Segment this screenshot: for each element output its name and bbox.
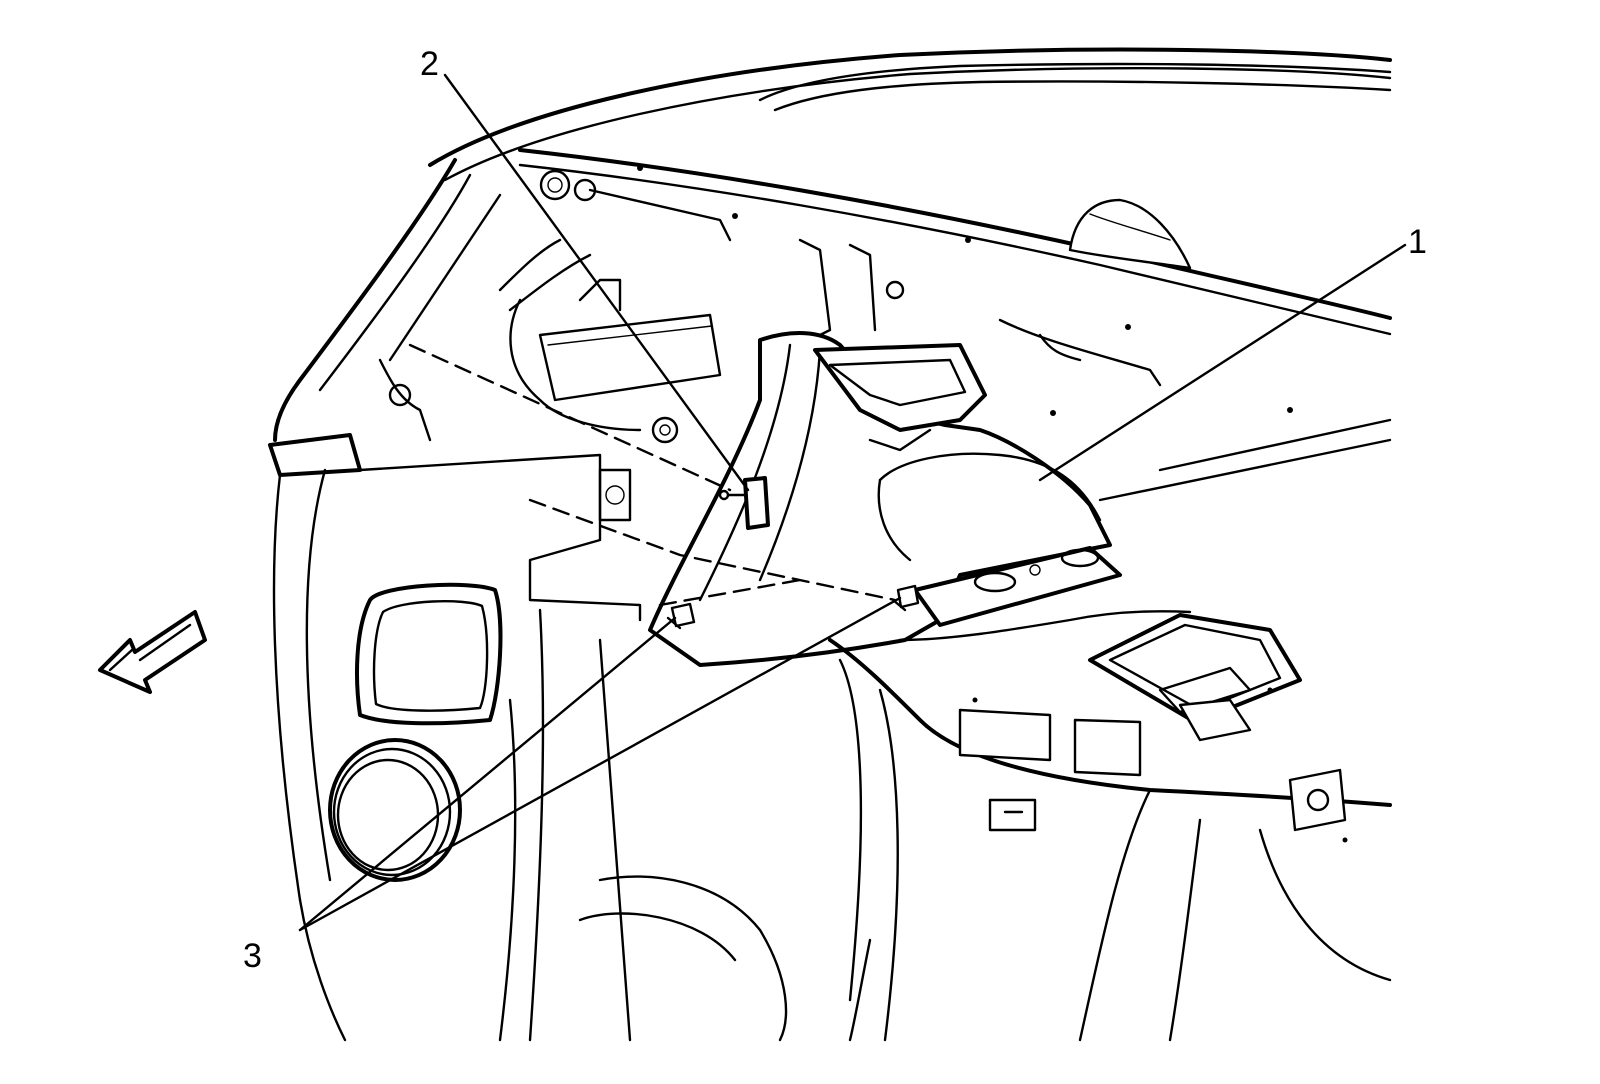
callout-2: 2: [420, 45, 439, 83]
retainer-3-fasteners: [666, 584, 920, 630]
callout-1: 1: [1408, 223, 1427, 261]
interior-components: [378, 169, 1392, 522]
leader-line-2: [443, 73, 750, 492]
forward-direction-arrow-icon: [98, 610, 207, 694]
retainer-2-fastener: [718, 476, 770, 530]
left-quarter-pillar: [268, 158, 502, 1042]
callout-3: 3: [243, 937, 262, 975]
rear-center-trim-panel: [648, 331, 1122, 667]
installation-guide-lines: [408, 343, 897, 607]
left-side-trim-panel: [328, 453, 788, 1042]
roof-outline: [428, 47, 1392, 413]
leader-line-3a: [298, 616, 677, 932]
leader-line-3b: [298, 596, 902, 932]
leader-line-1: [1038, 243, 1407, 482]
rear-floor-area: [828, 610, 1392, 1042]
callout-leader-lines: [298, 73, 1407, 932]
